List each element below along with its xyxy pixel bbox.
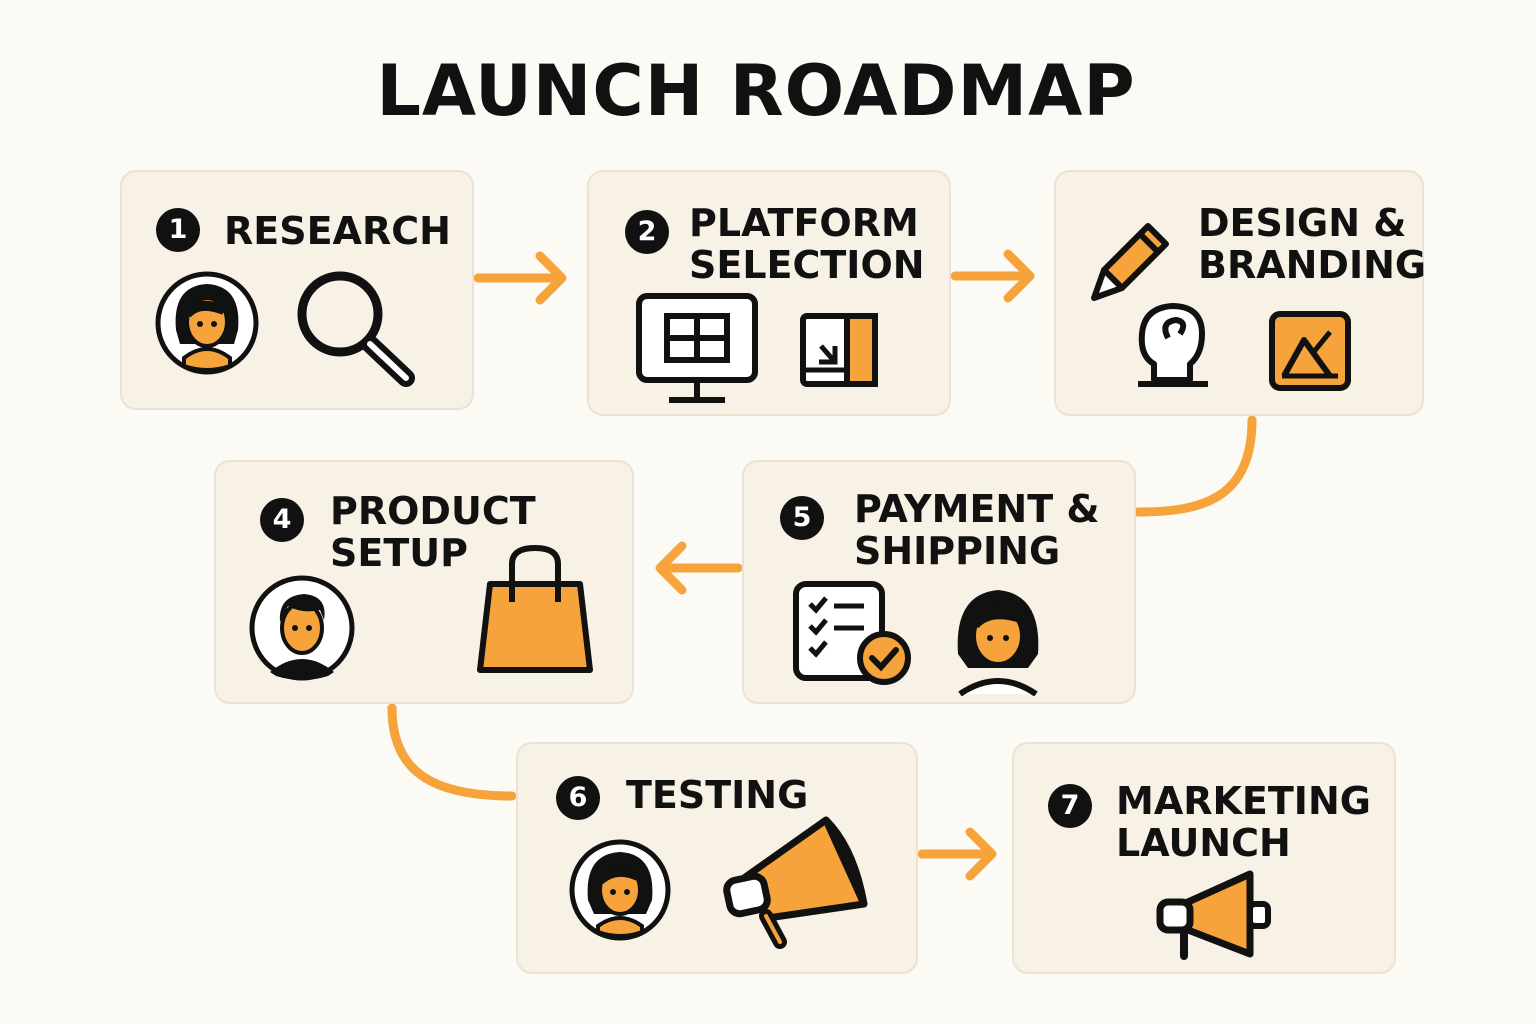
arrow-1-to-2 [473,251,567,305]
magnifier-icon [294,268,424,392]
step-number-badge: 2 [625,210,669,254]
step-label: RESEARCH [224,209,451,253]
step-card-payment-shipping: 5 PAYMENT & SHIPPING [742,460,1136,704]
step-number-badge: 5 [780,496,824,540]
connector-4-to-6 [387,703,517,801]
step-card-marketing-launch: 7 MARKETING LAUNCH [1012,742,1396,974]
layout-icon [799,312,881,390]
head-bust-icon [1132,298,1218,390]
step-label: PLATFORM SELECTION [689,201,925,287]
step-card-product-setup: 4 PRODUCT SETUP [214,460,634,704]
step-number-badge: 4 [260,498,304,542]
megaphone-icon [722,808,872,950]
shopping-bag-icon [472,542,598,676]
step-number-badge: 7 [1048,784,1092,828]
page-title: LAUNCH ROADMAP [376,50,1136,132]
monitor-icon [633,290,763,406]
step-card-research: 1 RESEARCH [120,170,474,410]
step-label: PAYMENT & SHIPPING [854,487,1100,573]
connector-3-to-5 [1133,415,1257,517]
image-frame-icon [1268,310,1354,394]
megaphone-icon [1154,868,1278,964]
step-card-testing: 6 TESTING [516,742,918,974]
person-avatar-icon [568,838,672,942]
step-label: TESTING [626,773,809,817]
person-avatar-icon [154,270,260,376]
person-icon [950,584,1046,696]
step-card-design-branding: DESIGN & BRANDING [1054,170,1427,416]
arrow-6-to-7 [917,827,997,881]
step-number-badge: 1 [156,208,200,252]
checklist-icon [790,578,914,688]
step-label: DESIGN & BRANDING [1198,201,1427,287]
arrow-2-to-3 [950,249,1035,303]
person-avatar-icon [248,574,356,682]
step-label: MARKETING LAUNCH [1116,779,1371,865]
step-label: PRODUCT SETUP [330,489,536,575]
pencil-icon [1086,212,1178,304]
step-card-platform-selection: 2 PLATFORM SELECTION [587,170,951,416]
arrow-5-to-4 [655,541,743,595]
step-number-badge: 6 [556,776,600,820]
